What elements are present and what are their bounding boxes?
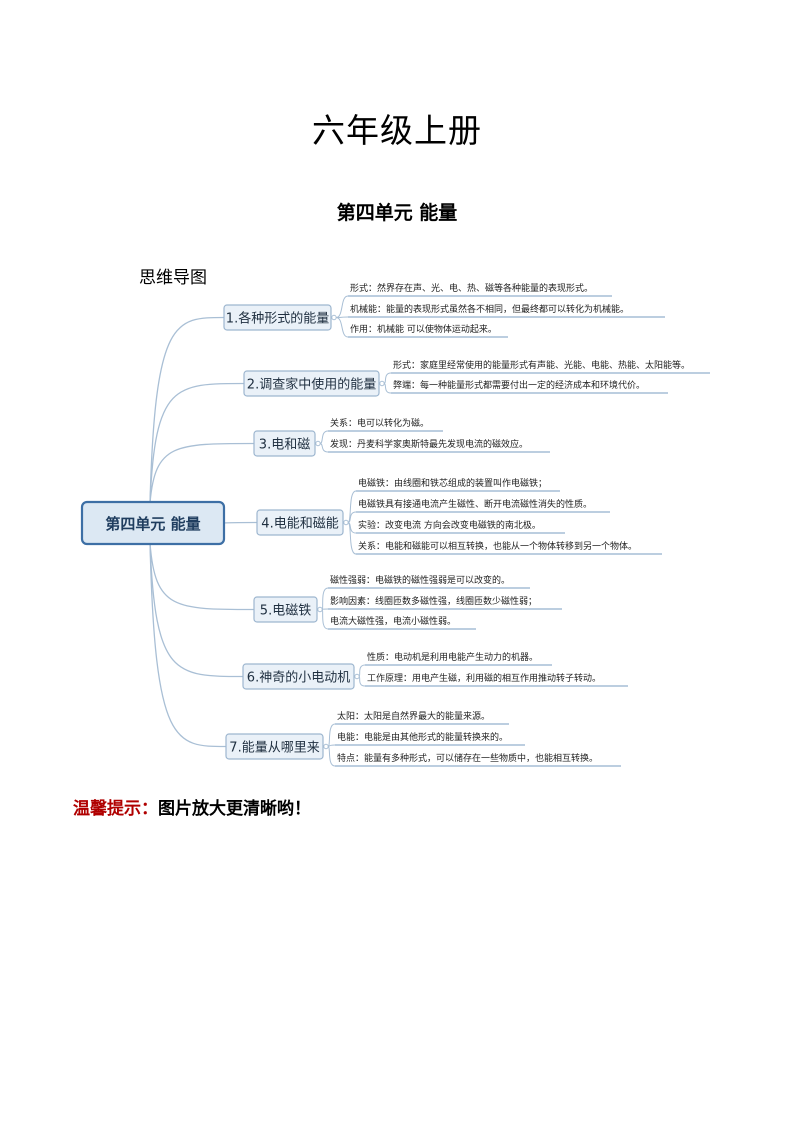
- branch-knob: [317, 606, 323, 613]
- branch-knob: [331, 314, 337, 321]
- branch-label: 6.神奇的小电动机: [247, 670, 350, 686]
- leaf-text: 影响因素：线圈匝数多磁性强，线圈匝数少磁性弱；: [330, 595, 537, 607]
- tip-text: 图片放大更清晰哟！: [158, 799, 311, 819]
- branch-node: 5.电磁铁 磁性强弱：电磁铁的磁性强弱是可以改变的。影响因素：线圈匝数多磁性强，线…: [253, 574, 562, 630]
- leaf-text: 弊端：每一种能量形式都需要付出一定的经济成本和环境代价。: [393, 379, 645, 391]
- unit-subtitle: 第四单元 能量: [336, 202, 458, 224]
- leaf-text: 实验：改变电流 方向会改变电磁铁的南北极。: [358, 519, 541, 531]
- branch-knob: [315, 440, 321, 447]
- branch-knob: [354, 673, 360, 680]
- branch-knob: [379, 380, 385, 387]
- leaf-text: 电磁铁：由线圈和铁芯组成的装置叫作电磁铁；: [358, 477, 547, 489]
- leaf-text: 太阳：太阳是自然界最大的能量来源。: [337, 710, 490, 722]
- leaf-connector: [321, 587, 329, 610]
- leaf-text: 磁性强弱：电磁铁的磁性强弱是可以改变的。: [330, 574, 510, 586]
- branch-box: [253, 596, 318, 623]
- root-connector: [149, 542, 255, 611]
- branch-label: 3.电和磁: [259, 438, 310, 453]
- branch-label: 2.调查家中使用的能量: [247, 377, 376, 393]
- branch-node: 2.调查家中使用的能量 形式：家庭里经常使用的能量形式有声能、光能、电能、热能、太…: [243, 359, 710, 397]
- branch-box: [256, 509, 344, 536]
- tip-label: 温馨提示：: [73, 799, 158, 819]
- tip-line: 温馨提示：图片放大更清晰哟！: [73, 794, 311, 819]
- branch-knob: [323, 743, 329, 750]
- leaf-text: 特点：能量有多种形式，可以储存在一些物质中，也能相互转换。: [337, 752, 598, 764]
- leaf-connector: [358, 676, 366, 687]
- leaf-text: 关系：电能和磁能可以相互转换，也能从一个物体转移到另一个物体。: [358, 540, 637, 552]
- root-node-box: [80, 500, 226, 546]
- leaf-text: 电能：电能是由其他形式的能量转换来的。: [337, 731, 508, 743]
- root-connector: [149, 316, 225, 504]
- leaf-text: 关系：电可以转化为磁。: [330, 417, 429, 429]
- branch-box: [253, 430, 316, 457]
- branch-box: [223, 304, 332, 331]
- root-connector: [223, 521, 258, 524]
- leaf-connector: [321, 608, 329, 610]
- leaf-text: 作用：机械能 可以使物体运动起来。: [350, 323, 497, 335]
- branch-node: 7.能量从哪里来 太阳：太阳是自然界最大的能量来源。电能：电能是由其他形式的能量转…: [225, 710, 621, 767]
- mind-map-connectors: [149, 316, 258, 748]
- leaf-text: 形式：然界存在声、光、电、热、磁等各种能量的表现形式。: [350, 282, 593, 294]
- branch-label: 1.各种形式的能量: [226, 311, 329, 327]
- branch-label: 4.电能和磁能: [261, 517, 338, 532]
- leaf-connector: [319, 430, 329, 444]
- branch-node: 6.神奇的小电动机 性质：电动机是利用电能产生动力的机器。工作原理：用电产生磁，利…: [242, 651, 628, 690]
- root-connector: [149, 542, 244, 678]
- root-connector: [149, 382, 245, 504]
- branch-box: [225, 733, 324, 760]
- leaf-connector: [319, 443, 329, 453]
- leaf-connector: [335, 317, 349, 338]
- leaf-connector: [321, 609, 329, 630]
- leaf-text: 工作原理：用电产生磁，利用磁的相互作用推动转子转动。: [367, 672, 601, 684]
- leaf-text: 电磁铁具有接通电流产生磁性、断开电流磁性消失的性质。: [358, 498, 592, 510]
- leaf-text: 性质：电动机是利用电能产生动力的机器。: [367, 651, 538, 663]
- branch-node: 1.各种形式的能量 形式：然界存在声、光、电、热、磁等各种能量的表现形式。机械能：…: [223, 282, 665, 338]
- leaf-connector: [327, 746, 336, 767]
- leaf-connector: [383, 383, 392, 394]
- branch-label: 5.电磁铁: [260, 604, 311, 619]
- leaf-text: 电流大磁性强，电流小磁性弱。: [330, 615, 456, 627]
- leaf-text: 发现：丹麦科学家奥斯特最先发现电流的磁效应。: [330, 438, 528, 450]
- leaf-connector: [327, 723, 336, 747]
- branch-box: [242, 663, 355, 690]
- leaf-connector: [347, 522, 357, 555]
- root-node-label: 第四单元 能量: [105, 515, 200, 533]
- root-connector: [149, 442, 255, 504]
- branch-node: 4.电能和磁能 电磁铁：由线圈和铁芯组成的装置叫作电磁铁； 电磁铁具有接通电流产生磁…: [256, 477, 662, 555]
- leaf-connector: [383, 372, 392, 384]
- branch-knob: [343, 519, 349, 526]
- leaf-connector: [358, 664, 366, 677]
- leaf-connector: [347, 490, 357, 523]
- leaf-connector: [335, 295, 349, 318]
- leaf-connector: [347, 511, 357, 523]
- leaf-text: 机械能：能量的表现形式虽然各不相同，但最终都可以转化为机械能。: [350, 303, 629, 315]
- mind-map-root: 第四单元 能量: [80, 500, 226, 546]
- root-connector: [149, 542, 227, 748]
- branch-label: 7.能量从哪里来: [229, 741, 319, 756]
- page-title: 六年级上册: [312, 111, 482, 150]
- leaf-text: 形式：家庭里经常使用的能量形式有声能、光能、电能、热能、太阳能等。: [393, 359, 690, 371]
- branch-box: [243, 370, 380, 397]
- mind-map-label: 思维导图: [139, 268, 207, 288]
- branch-node: 3.电和磁 关系：电可以转化为磁。发现：丹麦科学家奥斯特最先发现电流的磁效应。: [253, 417, 550, 457]
